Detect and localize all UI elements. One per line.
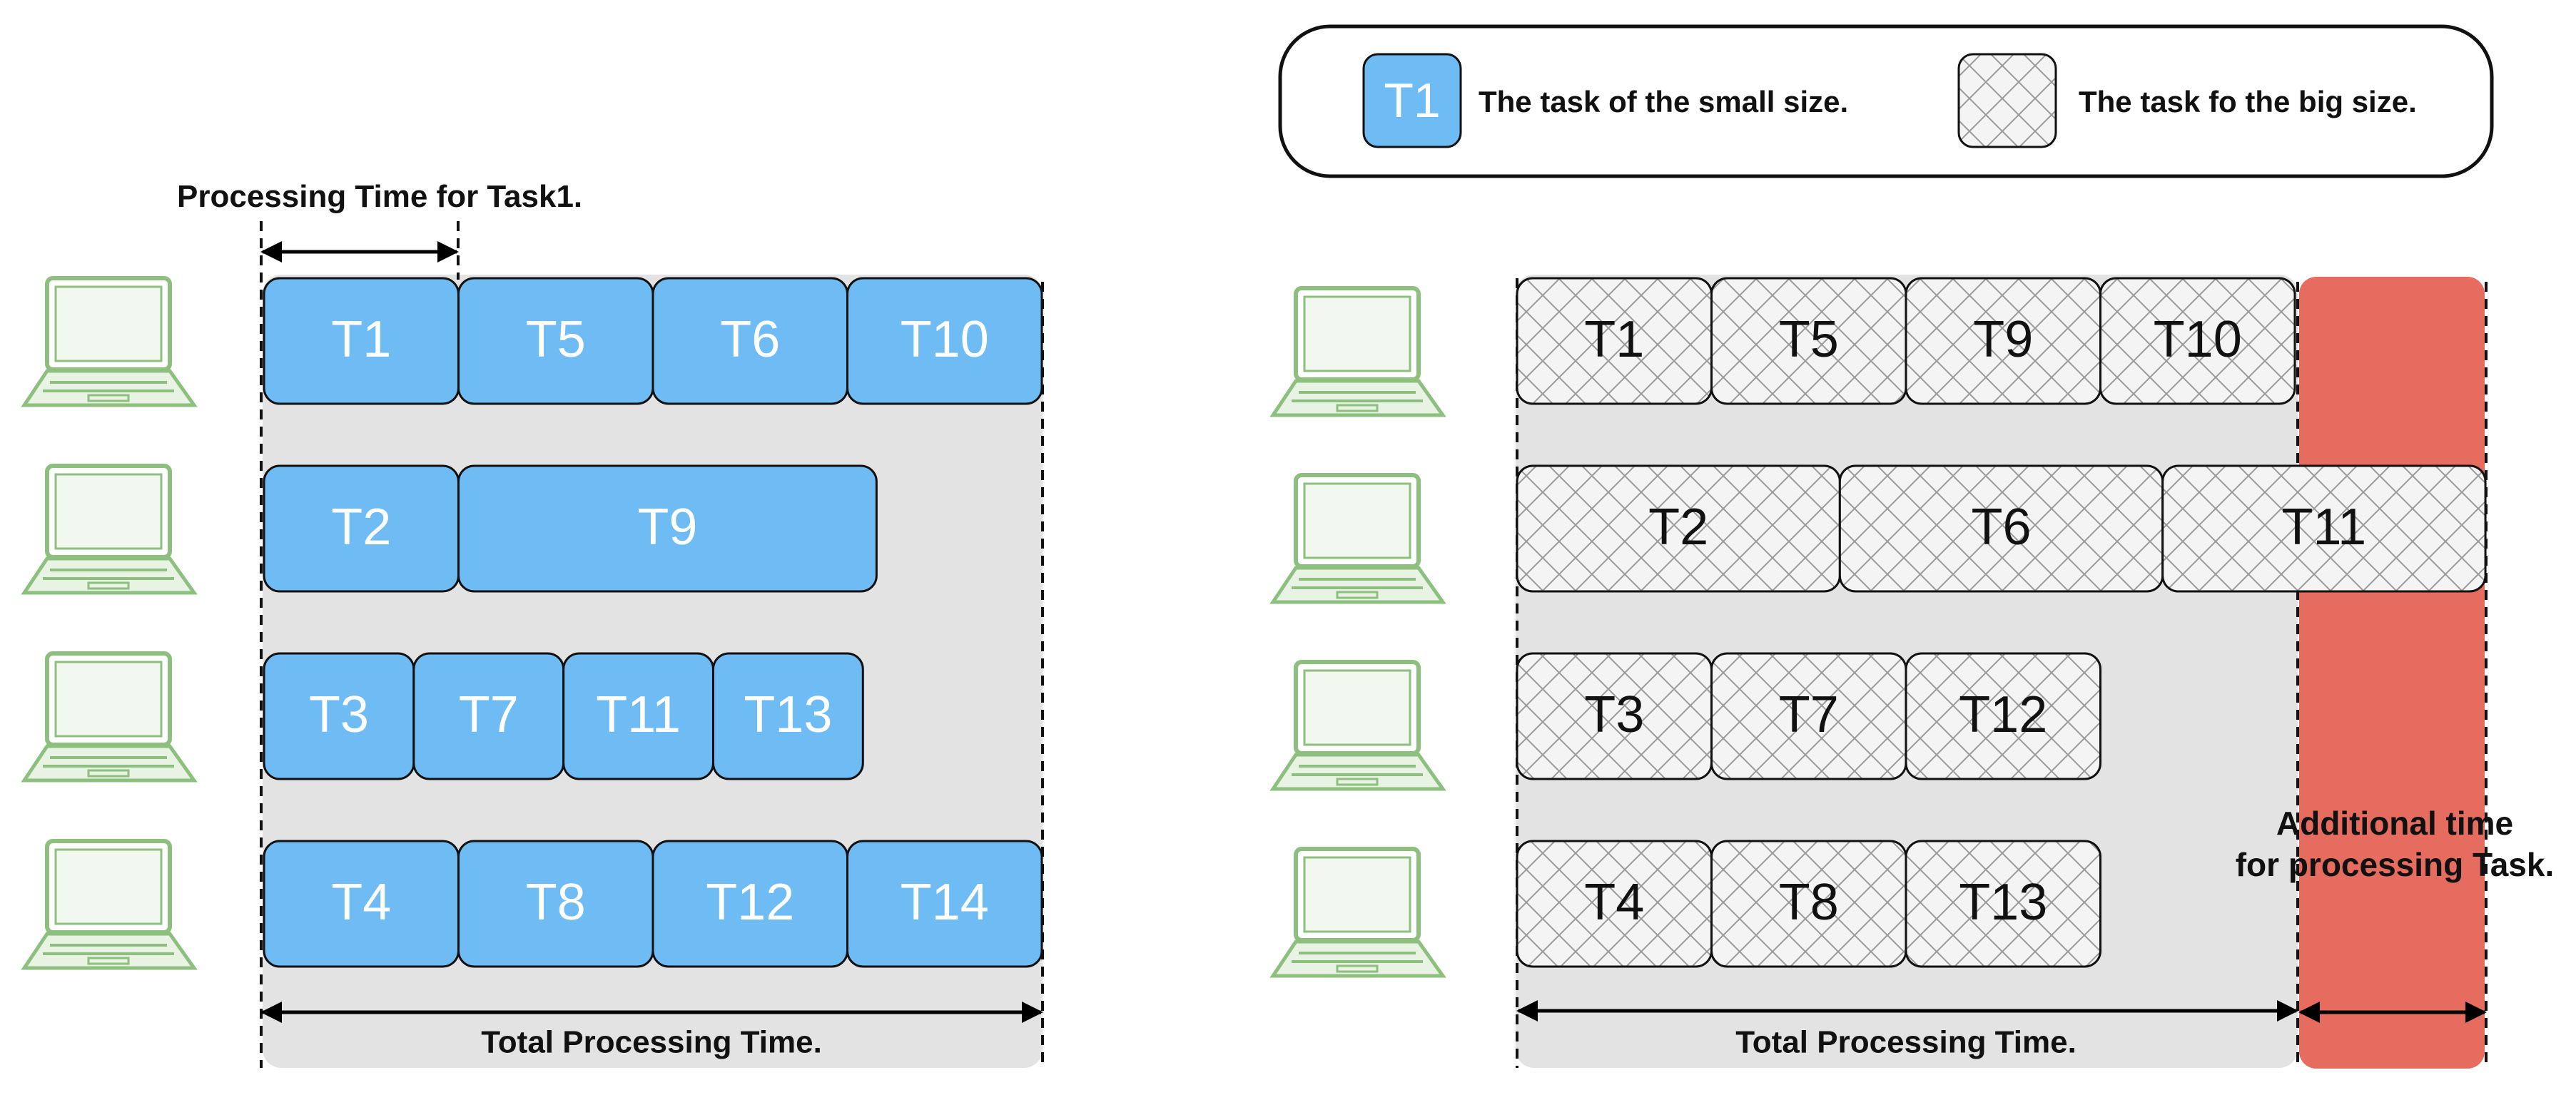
additional-time-label-line2: for processing Task. [2236, 846, 2555, 883]
right-total-processing-label: Total Processing Time. [1735, 1025, 2076, 1060]
left-task-t4: T4 [263, 840, 460, 968]
left-task-t10-box [846, 277, 1043, 405]
left-task-t12-label: T12 [706, 874, 794, 931]
left-task-t1: T1 [263, 277, 460, 405]
additional-time-band [2299, 277, 2485, 1069]
task1-time-label: Processing Time for Task1. [177, 179, 582, 214]
laptop-icon [1273, 662, 1443, 789]
legend: T1 The task of the small size. The task … [1278, 24, 2494, 178]
right-task-t11-box [2161, 464, 2487, 593]
legend-small-task-text: The task of the small size. [1479, 85, 1848, 118]
right-task-t4: T4 [1516, 840, 1713, 968]
left-task-t9: T9 [457, 464, 878, 593]
laptop-icon [24, 278, 194, 405]
right-task-t1-label: T1 [1584, 311, 1644, 368]
right-task-t13: T13 [1905, 840, 2101, 968]
right-task-t6: T6 [1838, 464, 2164, 593]
legend-box [1278, 24, 2494, 178]
left-task-t9-box [457, 464, 878, 593]
left-task-t1-label: T1 [331, 311, 391, 368]
left-task-t5-label: T5 [526, 311, 586, 368]
right-task-t13-label: T13 [1959, 874, 2047, 931]
right-task-t8-label: T8 [1779, 874, 1839, 931]
laptop-icon [1273, 288, 1443, 415]
left-task-t6-label: T6 [720, 311, 780, 368]
left-task-t8: T8 [457, 840, 654, 968]
left-task-t13-label: T13 [744, 686, 832, 743]
laptop-icon [24, 466, 194, 593]
laptop-icon [1273, 849, 1443, 976]
left-task-t6: T6 [651, 277, 848, 405]
left-task-t2-label: T2 [331, 499, 391, 556]
left-task-t9-label: T9 [637, 499, 697, 556]
left-task-t10-label: T10 [901, 311, 989, 368]
right-task-t11-label: T11 [2282, 499, 2367, 556]
left-task-t2: T2 [263, 464, 460, 593]
legend-small-task-label: T1 [1384, 73, 1440, 128]
left-task-t13-box [711, 652, 864, 780]
left-task-t3-label: T3 [309, 686, 369, 743]
left-task-t8-label: T8 [526, 874, 586, 931]
right-task-t12-box [1905, 652, 2101, 780]
left-task-t13: T13 [711, 652, 864, 780]
right-task-t2-label: T2 [1648, 499, 1708, 556]
right-task-t5: T5 [1710, 277, 1907, 405]
right-task-t7-label: T7 [1779, 686, 1839, 743]
left-task-t11: T11 [562, 652, 714, 780]
left-task-t3: T3 [263, 652, 415, 780]
legend-big-task-text: The task fo the big size. [2079, 85, 2417, 118]
right-task-t3-label: T3 [1584, 686, 1644, 743]
left-task-t14-box [846, 840, 1043, 968]
right-task-t6-label: T6 [1972, 499, 2032, 556]
legend-small-task-swatch [1362, 53, 1462, 148]
left-total-processing-label: Total Processing Time. [481, 1025, 822, 1060]
right-task-t12: T12 [1905, 652, 2101, 780]
additional-time-label-line1: Additional time [2276, 805, 2513, 842]
laptop-icon [24, 653, 194, 780]
right-task-t5-label: T5 [1779, 311, 1839, 368]
left-task-t10: T10 [846, 277, 1043, 405]
right-task-t4-label: T4 [1584, 874, 1644, 931]
legend-big-task-swatch [1957, 53, 2057, 148]
left-task-t11-label: T11 [596, 686, 681, 743]
right-task-t10-label: T10 [2154, 311, 2242, 368]
left-task-t14-label: T14 [901, 874, 989, 931]
right-task-t7: T7 [1710, 652, 1907, 780]
right-task-t8: T8 [1710, 840, 1907, 968]
right-task-t9: T9 [1905, 277, 2101, 405]
right-task-t3: T3 [1516, 652, 1713, 780]
left-task-t12: T12 [651, 840, 848, 968]
left-task-t4-label: T4 [331, 874, 391, 931]
right-task-t11: T11 [2161, 464, 2487, 593]
laptop-icon [1273, 475, 1443, 602]
right-task-t9-label: T9 [1973, 311, 2033, 368]
left-task-t14: T14 [846, 840, 1043, 968]
right-task-t2: T2 [1516, 464, 1841, 593]
right-task-t12-label: T12 [1959, 686, 2047, 743]
right-task-t1: T1 [1516, 277, 1713, 405]
right-task-t10-box [2099, 277, 2296, 405]
left-task-t7: T7 [412, 652, 565, 780]
right-task-t10: T10 [2099, 277, 2296, 405]
left-task-t7-label: T7 [459, 686, 519, 743]
left-task-t5: T5 [457, 277, 654, 405]
laptop-icon [24, 841, 194, 968]
right-task-t13-box [1905, 840, 2101, 968]
